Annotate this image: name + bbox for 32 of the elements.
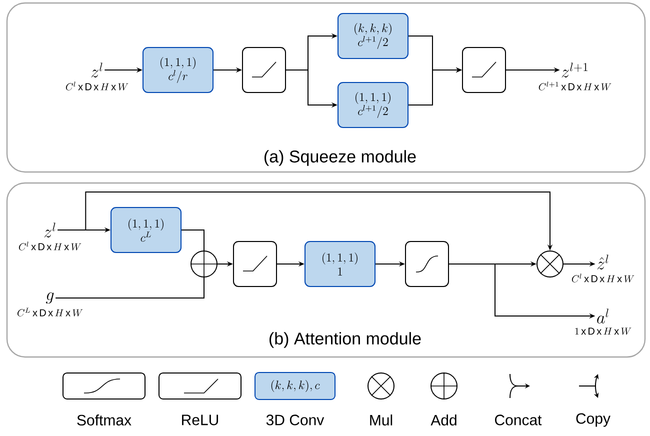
tensor-label: $\hat{z}^{l}$ [597,254,608,270]
conv-box: $(1,1,1)$ $c^{l+1}/2$ [338,82,408,128]
add-symbol [190,250,218,278]
relu-box [233,241,277,287]
softmax-box [405,241,449,287]
conv-box: $(1,1,1)$ $1$ [304,241,376,287]
tensor-label: $z^{l}$ [91,62,102,78]
relu-box [242,47,286,93]
tensor-shape-label: $C^{l}\,\mathrm{x}\,\mathrm{D}\,\mathrm{x}\,H\,\mathrm{x}\,W$ [18,242,82,250]
connector-line [181,230,204,251]
multiply-symbol [536,250,564,278]
conv-box: $(k,k,k)$ $c^{l+1}/2$ [338,13,408,59]
tensor-label: $a^{l}$ [597,308,608,324]
legend-label: Copy [576,413,610,427]
tensor-shape-label: $C^{l}\,\mathrm{x}\,\mathrm{D}\,\mathrm{x}\,H\,\mathrm{x}\,W$ [572,274,634,282]
tensor-shape-label: $C^{l}\,\mathrm{x}\,\mathrm{D}\,\mathrm{x}\,H\,\mathrm{x}\,W$ [66,82,128,90]
legend-label: ReLU [182,414,218,426]
conv-box: $(1,1,1)$ $c^{L}$ [110,207,182,253]
legend-label: Mul [370,414,392,426]
tensor-label: $z^{l}$ [44,222,56,238]
tensor-label: $z^{l+1}$ [562,62,588,78]
connector-line [55,277,204,298]
tensor-label: $g$ [46,292,54,304]
conv-box: $(1,1,1)$ $c^{l}/r$ [142,47,214,93]
relu-box [462,47,506,93]
legend-label: Add [430,414,456,426]
tensor-shape-label: $C^{l+1}\,\mathrm{x}\,\mathrm{D}\,\mathrm{x}\,H\,\mathrm{x}\,W$ [538,82,612,90]
legend-label: Concat [495,414,542,426]
tensor-shape-label: $1\,\mathrm{x}\,\mathrm{D}\,\mathrm{x}\,H\,\mathrm{x}\,W$ [575,328,632,335]
legend-label: Softmax [77,414,132,426]
legend-label: 3D Conv [266,414,324,426]
tensor-shape-label: $C^{L}\,\mathrm{x}\,\mathrm{D}\,\mathrm{x}\,H\,\mathrm{x}\,W$ [18,308,83,316]
